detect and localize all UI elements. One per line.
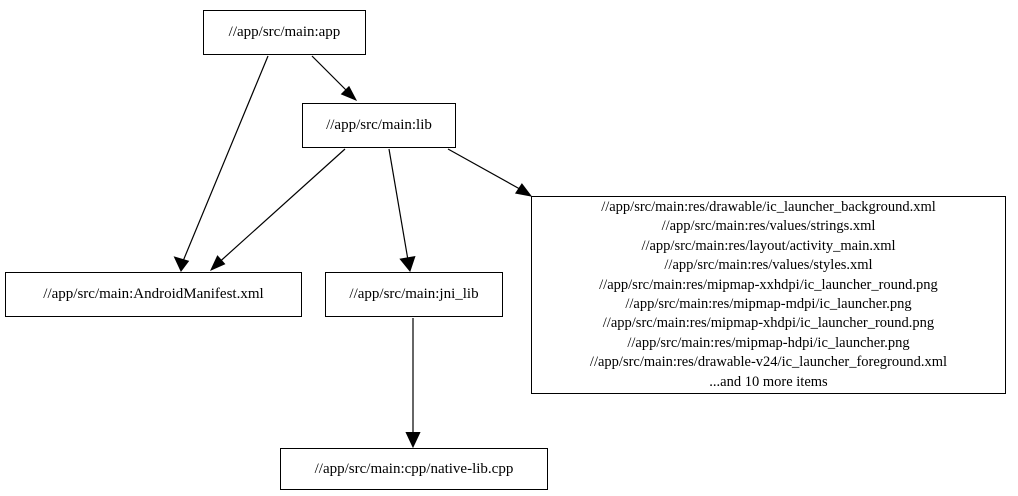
edge-line xyxy=(388,148,410,267)
arrowhead-icon xyxy=(340,85,358,101)
graph-node-label: //app/src/main:cpp/native-lib.cpp xyxy=(314,460,514,477)
graph-node-label: //app/src/main:lib xyxy=(326,117,432,133)
graph-node-label: //app/src/main:app xyxy=(228,24,341,40)
graph-node-androidmanifest[interactable]: //app/src/main:AndroidManifest.xml xyxy=(5,272,302,317)
graph-node-label: //app/src/main:res/drawable/ic_launcher_… xyxy=(589,198,948,390)
graph-node-jni-lib[interactable]: //app/src/main:jni_lib xyxy=(325,272,503,317)
arrowhead-icon xyxy=(514,183,533,197)
arrowhead-icon xyxy=(405,432,421,449)
graph-node-app[interactable]: //app/src/main:app xyxy=(203,10,366,55)
graph-node-res-bundle[interactable]: //app/src/main:res/drawable/ic_launcher_… xyxy=(531,196,1006,394)
graph-node-label: //app/src/main:AndroidManifest.xml xyxy=(43,286,264,302)
arrowhead-icon xyxy=(173,256,190,272)
graph-node-native-lib-cpp[interactable]: //app/src/main:cpp/native-lib.cpp xyxy=(280,448,548,490)
graph-edge-jni-lib-to-native-lib xyxy=(405,318,421,449)
graph-edge-lib-to-jni-lib xyxy=(388,148,416,273)
graph-edge-lib-to-manifest xyxy=(209,148,346,272)
arrowhead-icon xyxy=(399,255,416,273)
graph-node-lib[interactable]: //app/src/main:lib xyxy=(302,103,456,148)
arrowhead-icon xyxy=(209,255,226,272)
graph-edge-app-to-manifest xyxy=(173,55,269,272)
edge-line xyxy=(180,55,269,267)
edge-line xyxy=(311,55,353,97)
edge-line xyxy=(447,148,528,194)
graph-edge-app-to-lib xyxy=(311,55,358,101)
graph-edge-lib-to-res xyxy=(447,148,533,197)
edge-line xyxy=(214,148,346,267)
graph-node-label: //app/src/main:jni_lib xyxy=(349,286,479,302)
